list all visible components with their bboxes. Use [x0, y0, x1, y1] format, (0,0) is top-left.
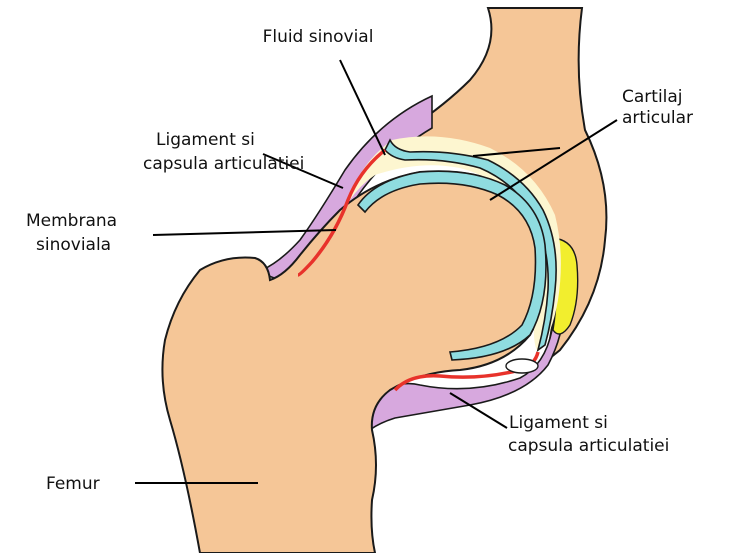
- label-ligament-upper-line2: capsula articulatiei: [143, 154, 304, 174]
- label-femur: Femur: [46, 474, 100, 494]
- label-cartilaj-line1: Cartilaj: [622, 87, 683, 107]
- label-ligament-lower-line2: capsula articulatiei: [508, 436, 669, 456]
- label-ligament-lower-line1: Ligament si: [509, 413, 608, 433]
- bursa: [506, 359, 538, 373]
- label-membrana-line1: Membrana: [26, 211, 117, 231]
- label-ligament-upper-line1: Ligament si: [156, 130, 255, 150]
- label-cartilaj-line2: articular: [622, 108, 693, 128]
- leader-fluid: [340, 60, 385, 155]
- label-fluid-sinovial: Fluid sinovial: [263, 27, 374, 47]
- label-membrana-line2: sinoviala: [36, 235, 111, 255]
- femur-bone: [162, 171, 546, 553]
